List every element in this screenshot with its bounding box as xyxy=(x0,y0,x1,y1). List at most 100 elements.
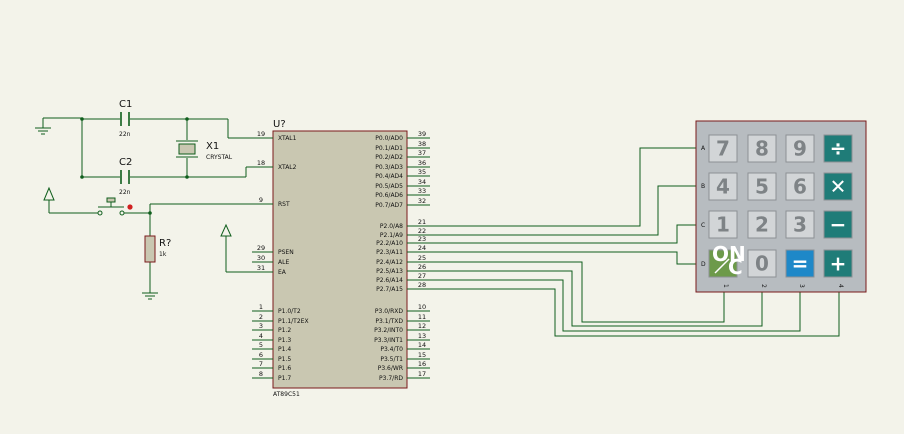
c2-ref: C2 xyxy=(119,157,132,168)
keypad-col-label: 3 xyxy=(798,284,805,288)
mcu-pin-label: P2.4/A12 xyxy=(376,259,403,266)
keypad-key-label: 9 xyxy=(793,137,807,161)
mcu-pin-number: 9 xyxy=(259,196,263,204)
keypad-key[interactable]: − xyxy=(823,210,853,239)
keypad-key[interactable]: ONC xyxy=(708,242,746,279)
mcu-pin-number: 27 xyxy=(418,272,426,280)
mcu-pin-label: P3.0/RXD xyxy=(375,308,403,315)
mcu-pin-number: 31 xyxy=(257,264,265,272)
keypad-key[interactable]: 0 xyxy=(747,249,777,278)
mcu-pin-label: P1.2 xyxy=(278,327,291,334)
mcu-pin-number: 18 xyxy=(257,159,265,167)
keypad-key-label: = xyxy=(792,252,809,276)
keypad-key[interactable]: 5 xyxy=(747,172,777,201)
keypad-row-label: C xyxy=(701,222,705,229)
keypad-key[interactable]: 1 xyxy=(708,210,738,239)
keypad-col-label: 1 xyxy=(722,284,729,288)
keypad-key-face xyxy=(785,210,815,239)
r-value: 1k xyxy=(159,251,167,258)
keypad-col-labels: 1 2 3 4 xyxy=(722,284,844,288)
capacitor-c1 xyxy=(120,112,130,126)
mcu-pin-label: P0.5/AD5 xyxy=(375,183,403,190)
keypad-key-face xyxy=(747,210,777,239)
keypad-key-label: 1 xyxy=(716,213,730,237)
keypad-col-label: 2 xyxy=(760,284,767,288)
port2-wiring xyxy=(430,147,840,337)
mcu-pin-number: 6 xyxy=(259,351,263,359)
mcu-pin-number: 21 xyxy=(418,218,426,226)
keypad-key[interactable]: 9 xyxy=(785,134,815,163)
keypad-key[interactable]: ✕ xyxy=(823,172,853,201)
reset-button-indicator xyxy=(127,204,133,210)
keypad-key[interactable]: + xyxy=(823,249,853,278)
mcu-pin-number: 4 xyxy=(259,332,263,340)
mcu-pin-label: P3.6/WR xyxy=(378,365,403,372)
x1-value: CRYSTAL xyxy=(206,154,233,161)
keypad-key-face xyxy=(708,249,738,278)
mcu-pin-number: 39 xyxy=(418,130,426,138)
ground-symbol-2 xyxy=(142,292,158,300)
keypad-key[interactable]: 3 xyxy=(785,210,815,239)
mcu-pin-label: P1.7 xyxy=(278,375,291,382)
mcu-ref: U? xyxy=(273,119,286,130)
keypad-key-label: 6 xyxy=(793,175,807,199)
keypad-key-face xyxy=(747,172,777,201)
keypad-key[interactable]: 2 xyxy=(747,210,777,239)
keypad-key-label: ✕ xyxy=(830,175,847,199)
junction-dots xyxy=(80,117,189,215)
mcu-pin-number: 10 xyxy=(418,303,426,311)
mcu-pin-label: EA xyxy=(278,269,287,276)
mcu-pin-label: P0.7/AD7 xyxy=(375,202,403,209)
keypad-key-label: 7 xyxy=(716,137,730,161)
keypad-key-face xyxy=(823,210,853,239)
mcu-pin-number: 23 xyxy=(418,235,426,243)
keypad-row-label: D xyxy=(701,261,706,268)
power-arrow-1 xyxy=(43,186,55,201)
mcu-pin-label: P1.3 xyxy=(278,337,291,344)
mcu-pin-number: 12 xyxy=(418,322,426,330)
keypad-key[interactable]: ÷ xyxy=(823,134,853,163)
mcu-left-pins: 19XTAL118XTAL29RST29PSEN30ALE31EA1P1.0/T… xyxy=(252,130,309,382)
reset-button[interactable] xyxy=(97,197,125,216)
mcu-pin-label: P0.1/AD1 xyxy=(375,145,403,152)
c1-value: 22n xyxy=(119,131,131,138)
mcu-pin-number: 7 xyxy=(259,360,263,368)
mcu-pin-label: P2.3/A11 xyxy=(376,249,403,256)
keypad-key-face xyxy=(708,134,738,163)
mcu-pin-label: P2.0/A8 xyxy=(380,223,403,230)
mcu-pin-label: P0.2/AD2 xyxy=(375,154,403,161)
keypad-key[interactable]: 8 xyxy=(747,134,777,163)
keypad-key-face xyxy=(747,249,777,278)
keypad-row-label: B xyxy=(701,183,705,190)
keypad-key[interactable]: 4 xyxy=(708,172,738,201)
mcu-pin-label: P3.4/T0 xyxy=(380,346,403,353)
mcu-right-pins: 39P0.0/AD038P0.1/AD137P0.2/AD236P0.3/AD3… xyxy=(374,130,430,382)
keypad-key[interactable]: 7 xyxy=(708,134,738,163)
keypad-key-label: 8 xyxy=(755,137,769,161)
keypad-key[interactable]: = xyxy=(785,249,815,278)
mcu-pin-number: 8 xyxy=(259,370,263,378)
mcu-pin-number: 5 xyxy=(259,341,263,349)
mcu-pin-label: P2.5/A13 xyxy=(376,268,403,275)
mcu-pin-number: 36 xyxy=(418,159,426,167)
keypad-key-label: + xyxy=(830,252,847,276)
mcu-pin-number: 25 xyxy=(418,254,426,262)
mcu-pin-label: P3.2/INT0 xyxy=(374,327,403,334)
keypad-key-label: ÷ xyxy=(830,137,847,161)
mcu-pin-label: RST xyxy=(278,201,290,208)
mcu-pin-label: P0.3/AD3 xyxy=(375,164,403,171)
mcu-pin-number: 38 xyxy=(418,140,426,148)
mcu-pin-label: P3.5/T1 xyxy=(380,356,403,363)
mcu-pin-label: P3.3/INT1 xyxy=(374,337,403,344)
mcu-pin-number: 11 xyxy=(418,313,426,321)
r-ref: R? xyxy=(159,238,171,249)
mcu-pin-number: 22 xyxy=(418,227,426,235)
keypad-key[interactable]: 6 xyxy=(785,172,815,201)
keypad-key-label: 2 xyxy=(755,213,769,237)
mcu-pin-number: 16 xyxy=(418,360,426,368)
mcu-pin-label: P2.6/A14 xyxy=(376,277,403,284)
mcu-pin-label: P2.2/A10 xyxy=(376,240,403,247)
keypad-col-label: 4 xyxy=(837,284,844,288)
mcu-pin-number: 17 xyxy=(418,370,426,378)
